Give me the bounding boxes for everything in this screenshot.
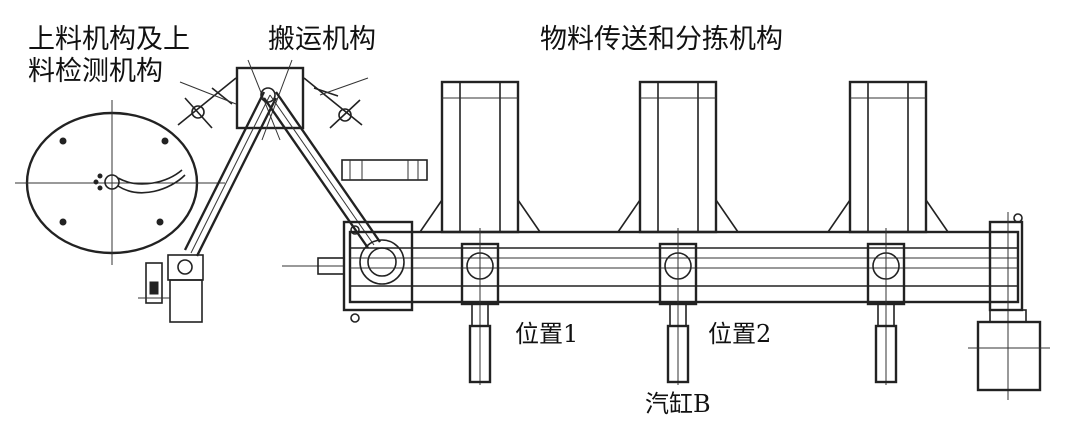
frame-1	[419, 80, 541, 234]
transfer-sorting-mechanism	[282, 80, 1050, 400]
sorting-station-1	[460, 228, 500, 385]
turntable-motor	[138, 254, 204, 323]
feeding-leader-line	[179, 81, 237, 105]
feeding-turntable	[15, 100, 225, 265]
position-2-label: 位置2	[708, 320, 772, 348]
feeding-mechanism-label: 上料机构及上	[28, 24, 190, 55]
position-1-label: 位置1	[515, 320, 579, 348]
feeding-detection-label: 料检测机构	[28, 56, 163, 87]
sorting-station-3	[866, 228, 906, 385]
handling-mechanism	[177, 59, 428, 257]
frame-2	[617, 80, 739, 234]
cylinder-b-label: 汽缸B	[645, 390, 711, 418]
transfer-sorting-label: 物料传送和分拣机构	[540, 24, 783, 55]
sorting-station-2	[658, 228, 698, 385]
handling-mechanism-label: 搬运机构	[268, 24, 376, 55]
frame-3	[827, 80, 949, 234]
